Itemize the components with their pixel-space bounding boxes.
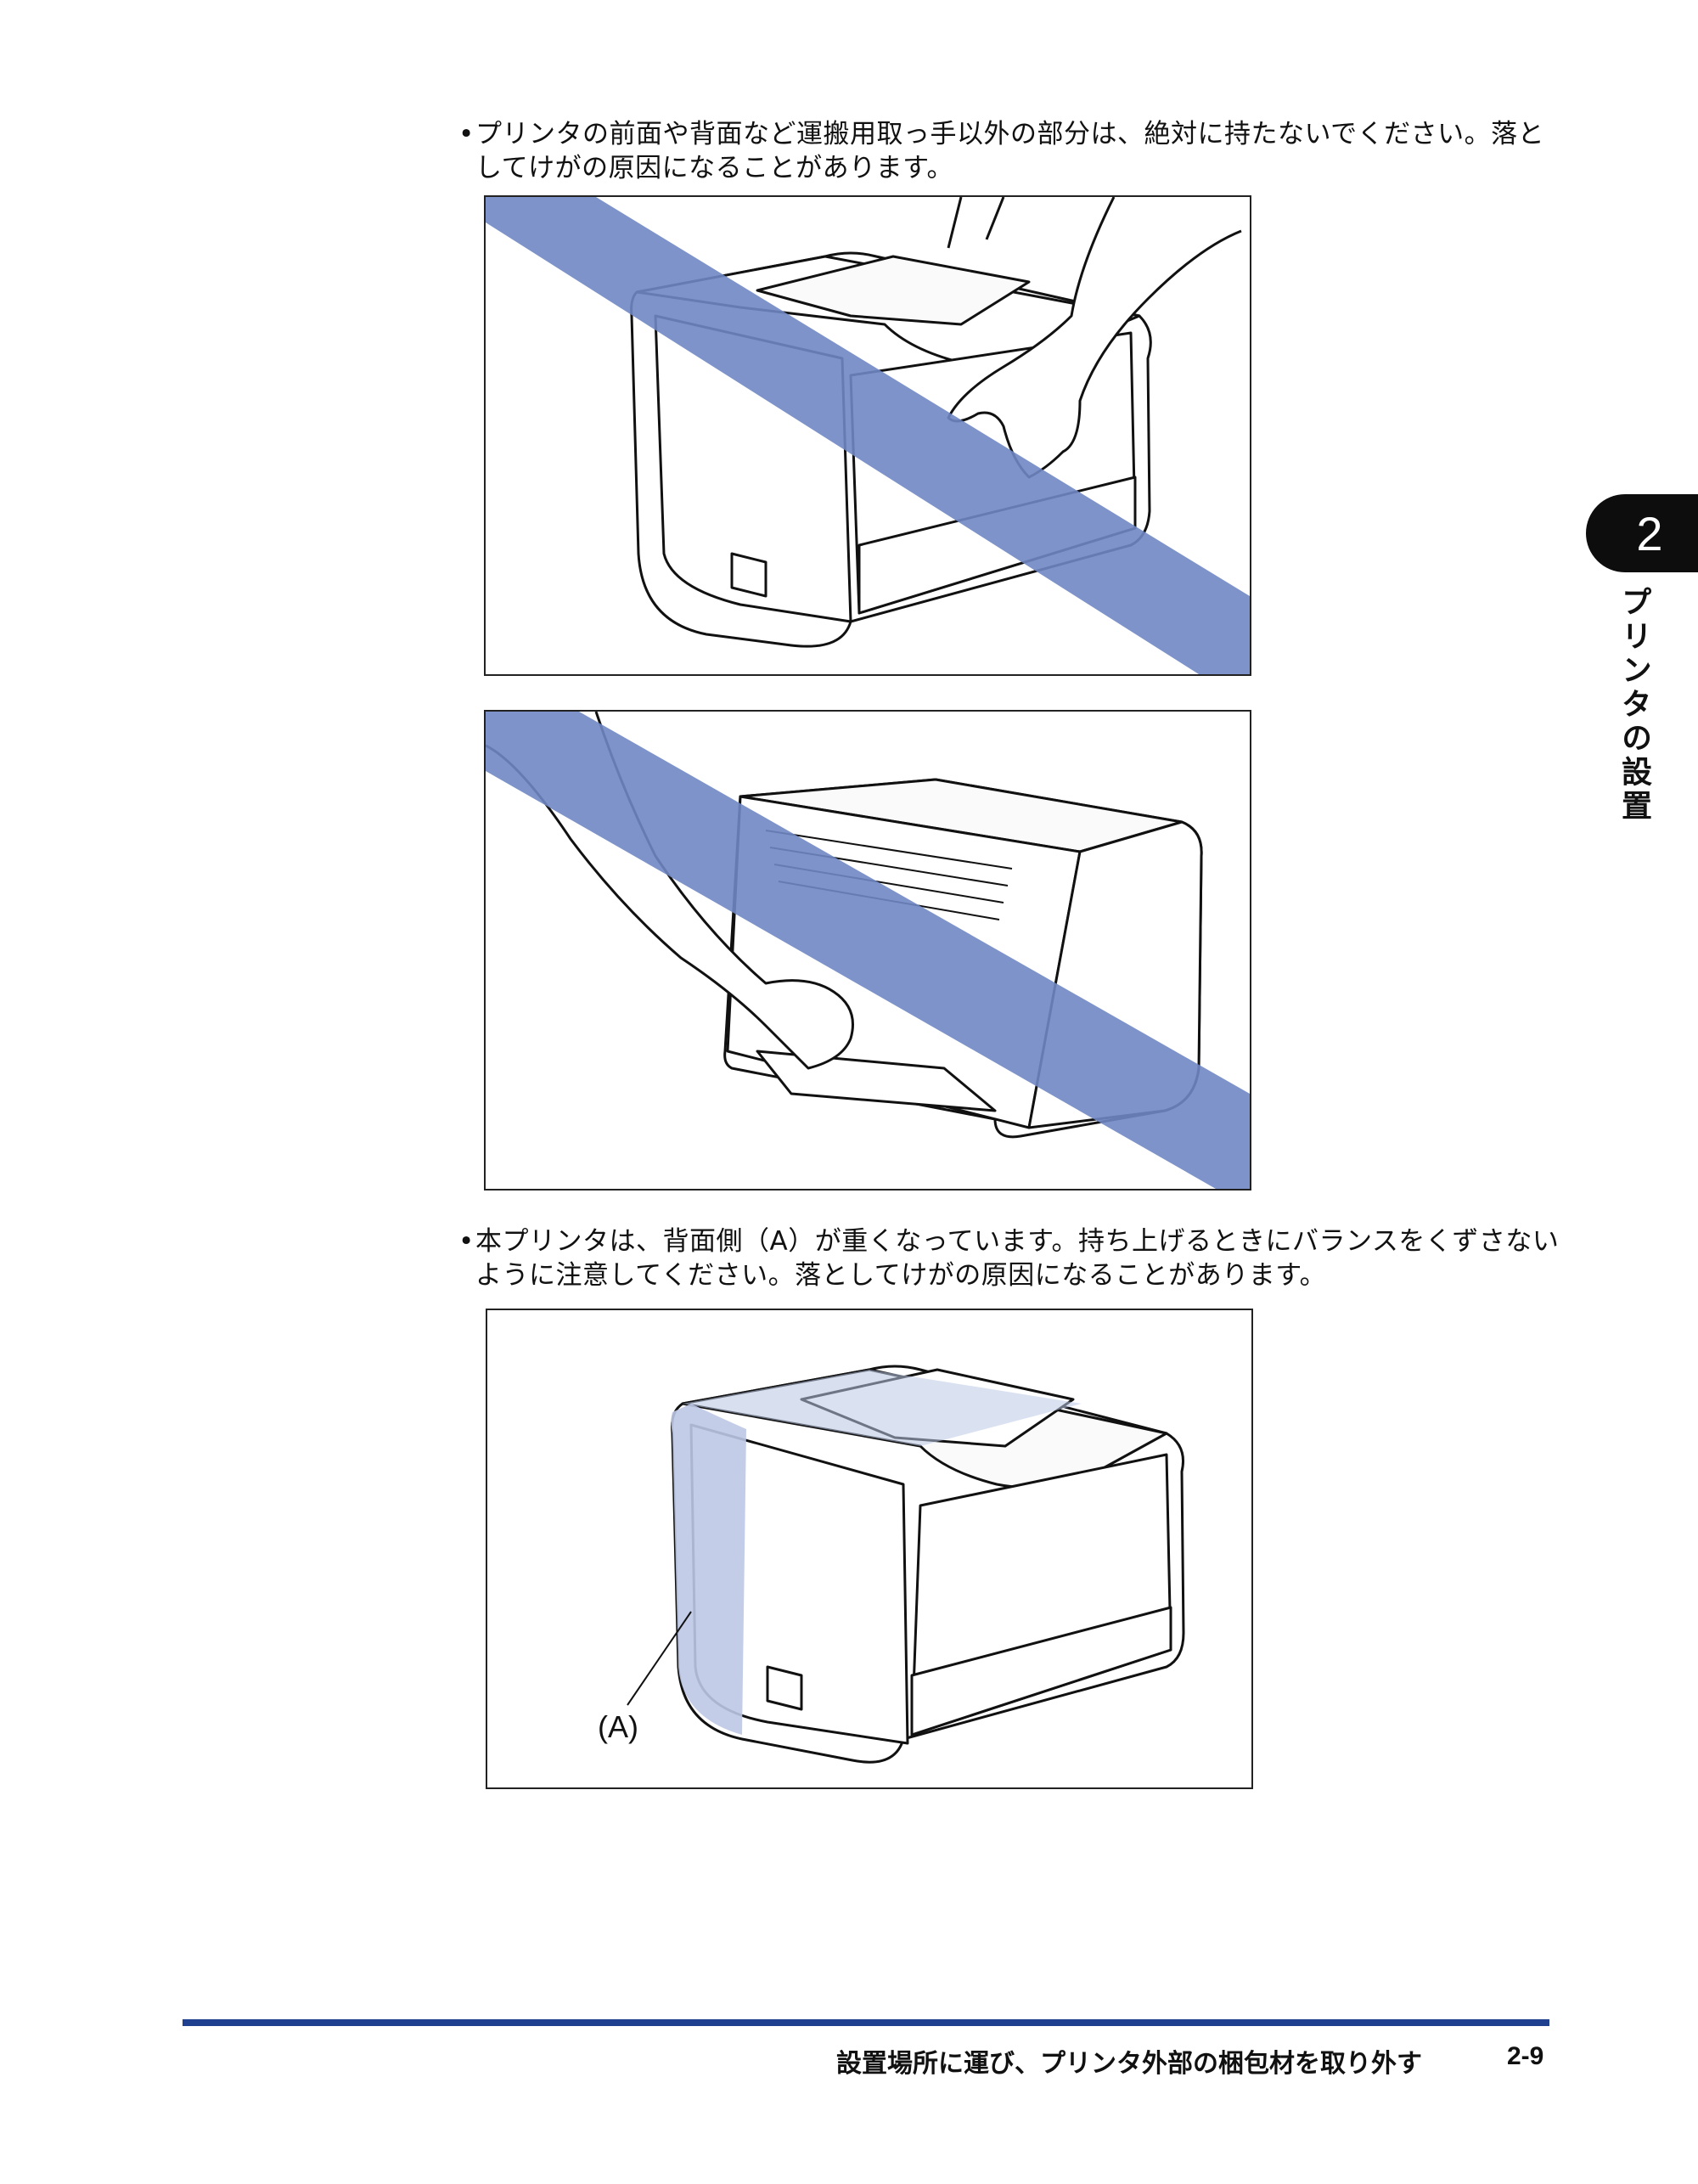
page-number: 2-9 — [1507, 2042, 1544, 2070]
bullet-front-back-warning: • プリンタの前面や背面など運搬用取っ手以外の部分は、絶対に持たないでください。… — [458, 117, 1562, 185]
bullet-balance-warning: • 本プリンタは、背面側（A）が重くなっています。持ち上げるときにバランスをくず… — [458, 1224, 1562, 1292]
chapter-title: プリンタの設置 — [1616, 586, 1651, 824]
prohibition-band — [486, 712, 1250, 1189]
printer-back-illustration — [486, 712, 1250, 1189]
prohibition-band — [486, 197, 1250, 674]
figure-rear-heavy: (A) — [486, 1309, 1253, 1789]
figure-back-hold-prohibited — [484, 710, 1251, 1191]
rear-highlight — [671, 1404, 746, 1735]
footer-rule — [183, 2019, 1549, 2026]
label-a: (A) — [598, 1709, 638, 1744]
figure-front-hold-prohibited — [484, 195, 1251, 676]
bullet-text: 本プリンタは、背面側（A）が重くなっています。持ち上げるときにバランスをくずさな… — [475, 1226, 1560, 1291]
bullet-marker: • — [458, 1226, 475, 1257]
bullet-text: プリンタの前面や背面など運搬用取っ手以外の部分は、絶対に持たないでください。落と… — [475, 119, 1545, 183]
printer-rear-heavy-illustration — [627, 1365, 1185, 1764]
printer-front-illustration — [486, 197, 1250, 674]
chapter-number-tab: 2 — [1586, 494, 1698, 572]
footer-section-title: 設置場所に運び、プリンタ外部の梱包材を取り外す — [836, 2049, 1422, 2079]
top-highlight — [683, 1370, 1082, 1446]
label-leader-line — [627, 1611, 692, 1706]
bullet-marker: • — [458, 119, 475, 149]
